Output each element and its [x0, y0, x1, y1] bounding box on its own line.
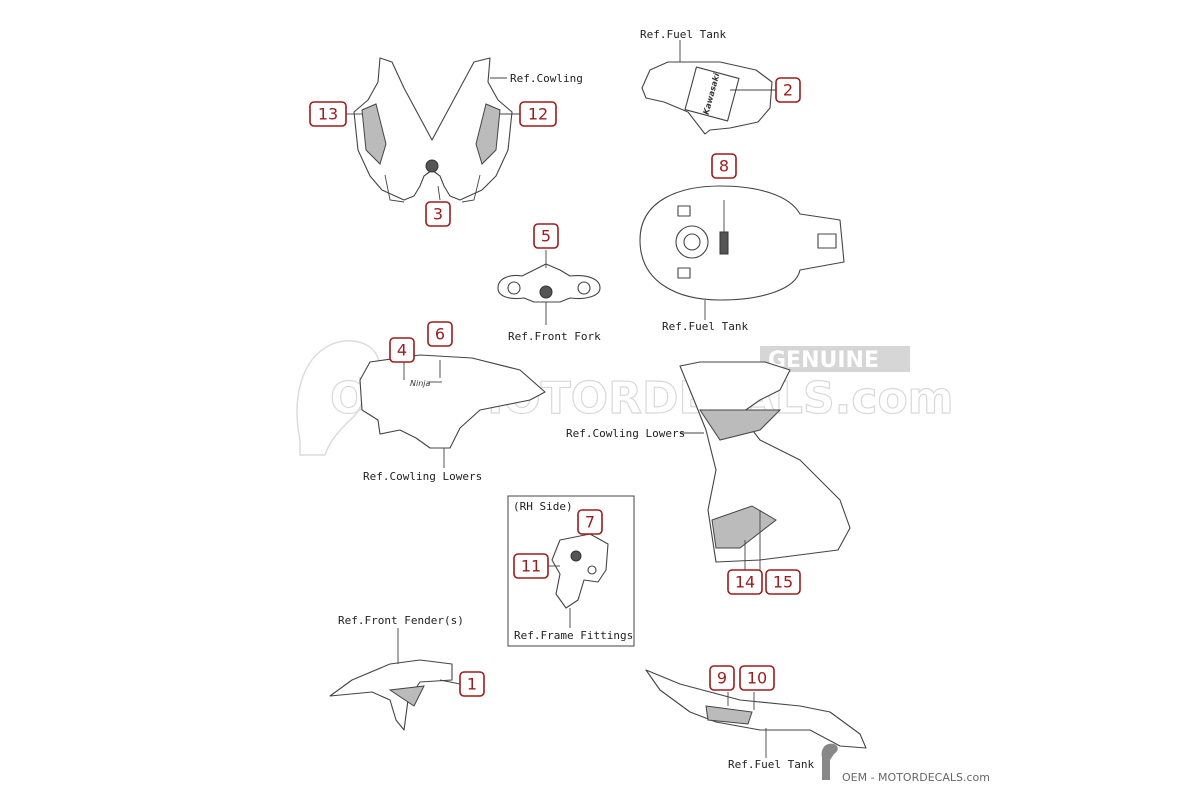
svg-text:2: 2	[783, 81, 793, 100]
svg-text:1: 1	[467, 675, 477, 694]
callout-8[interactable]: 8	[711, 153, 737, 179]
callout-3[interactable]: 3	[425, 201, 451, 227]
svg-text:11: 11	[521, 557, 541, 576]
fuel-tank-top-part	[639, 185, 845, 320]
svg-text:4: 4	[397, 341, 407, 360]
svg-text:7: 7	[585, 513, 595, 532]
footer-text: OEM - MOTORDECALS.com	[842, 771, 990, 784]
svg-text:6: 6	[435, 325, 445, 344]
fuel-tank-side-part: Kawasaki	[641, 61, 778, 135]
ref-cowling: Ref.Cowling	[510, 72, 583, 85]
footer-logo: OEM - MOTORDECALS.com	[821, 743, 990, 784]
callout-1[interactable]: 1	[459, 671, 485, 697]
svg-text:14: 14	[735, 573, 755, 592]
svg-text:15: 15	[773, 573, 793, 592]
svg-text:10: 10	[747, 669, 767, 688]
watermark-genuine-box	[760, 346, 910, 372]
ref-fuel-tank-mid: Ref.Fuel Tank	[662, 320, 748, 333]
callout-6[interactable]: 6	[427, 321, 453, 347]
svg-text:8: 8	[719, 157, 729, 176]
svg-text:3: 3	[433, 205, 443, 224]
right-cowling-part	[679, 361, 851, 570]
front-cowling-part	[353, 57, 513, 203]
callout-13[interactable]: 13	[309, 101, 347, 127]
callout-10[interactable]: 10	[739, 665, 775, 691]
callout-9[interactable]: 9	[709, 665, 735, 691]
ref-fuel-tank-bottom: Ref.Fuel Tank	[728, 758, 814, 771]
ref-front-fork: Ref.Front Fork	[508, 330, 601, 343]
front-fender-part	[329, 628, 461, 731]
svg-text:12: 12	[528, 105, 548, 124]
callout-11[interactable]: 11	[513, 553, 549, 579]
cowl-model-decal: Ninja	[410, 379, 431, 388]
callout-2[interactable]: 2	[775, 77, 801, 103]
callout-5[interactable]: 5	[533, 223, 559, 249]
callout-4[interactable]: 4	[389, 337, 415, 363]
callout-14[interactable]: 14	[727, 569, 763, 595]
svg-text:13: 13	[318, 105, 338, 124]
svg-text:5: 5	[541, 227, 551, 246]
ref-fuel-tank-top: Ref.Fuel Tank	[640, 28, 726, 41]
svg-text:9: 9	[717, 669, 727, 688]
frame-fittings-part	[548, 533, 609, 628]
left-cowling-part: Ninja	[359, 354, 546, 468]
ref-cowling-lowers-left: Ref.Cowling Lowers	[363, 470, 482, 483]
tank-side-cover-part	[645, 669, 867, 758]
ref-cowling-lowers-right: Ref.Cowling Lowers	[566, 427, 685, 440]
footer-mascot-icon	[821, 743, 838, 780]
ref-front-fender: Ref.Front Fender(s)	[338, 614, 464, 627]
callout-12[interactable]: 12	[519, 101, 557, 127]
front-fork-part	[497, 250, 601, 325]
ref-frame-fittings: Ref.Frame Fittings	[514, 629, 633, 642]
ref-rh-side: (RH Side)	[513, 500, 573, 513]
callout-15[interactable]: 15	[765, 569, 801, 595]
callout-7[interactable]: 7	[577, 509, 603, 535]
